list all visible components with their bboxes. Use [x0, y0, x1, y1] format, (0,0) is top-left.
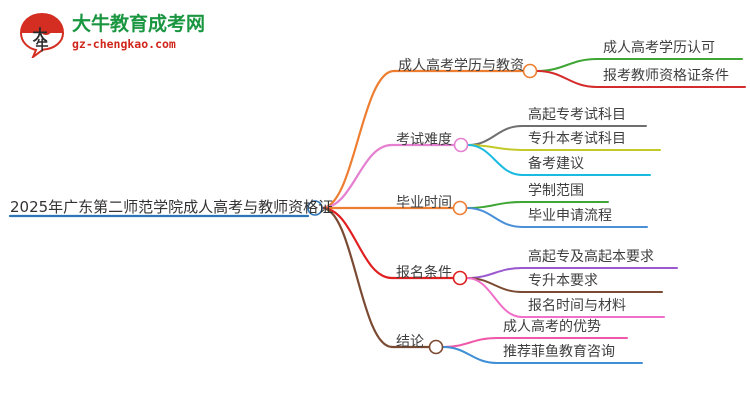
branch-label-4[interactable]: 结论	[396, 334, 424, 350]
leaf-connector-3-0	[466, 267, 523, 279]
leaf-label-1-1[interactable]: 专升本考试科目	[528, 131, 626, 147]
logo-url: gz-chengkao.com	[72, 37, 176, 51]
leaf-connector-0-1	[536, 70, 598, 88]
leaf-label-3-2[interactable]: 报名时间与材料	[528, 298, 626, 314]
svg-text:大: 大	[32, 26, 47, 44]
branch-connector-4	[320, 206, 394, 349]
branch-connector-0	[320, 69, 396, 210]
leaf-label-2-1[interactable]: 毕业申请流程	[528, 208, 612, 224]
leaf-label-1-2[interactable]: 备考建议	[528, 156, 584, 172]
leaf-label-4-1[interactable]: 推荐菲鱼教育咨询	[503, 344, 615, 360]
branch-label-3[interactable]: 报名条件	[396, 265, 452, 281]
branch-node-4[interactable]	[428, 339, 444, 355]
leaf-connector-1-0	[467, 125, 523, 146]
logo-text: 大牛教育成考网 gz-chengkao.com	[72, 13, 205, 52]
leaf-label-3-0[interactable]: 高起专及高起本要求	[528, 249, 654, 265]
logo-title: 大牛教育成考网	[72, 13, 206, 35]
leaf-label-4-0[interactable]: 成人高考的优势	[503, 319, 601, 335]
branch-connector-1	[320, 143, 394, 210]
daniu-logo-icon: 大 牛	[19, 12, 65, 58]
leaf-label-3-1[interactable]: 专升本要求	[528, 273, 598, 289]
branch-label-0[interactable]: 成人高考学历与教资	[398, 58, 524, 74]
leaf-label-1-0[interactable]: 高起专考试科目	[528, 107, 626, 123]
leaf-label-0-0[interactable]: 成人高考学历认可	[603, 40, 715, 56]
branch-node-3[interactable]	[452, 270, 468, 286]
leaf-connector-4-0	[442, 337, 498, 348]
branch-node-0[interactable]	[522, 63, 538, 79]
branch-connector-3	[320, 206, 394, 280]
branch-label-2[interactable]: 毕业时间	[396, 195, 452, 211]
leaf-connector-4-1	[442, 346, 498, 364]
leaf-connector-1-2	[467, 144, 523, 176]
leaf-connector-2-1	[466, 207, 523, 228]
branch-node-1[interactable]	[453, 137, 469, 153]
svg-text:牛: 牛	[35, 38, 48, 54]
leaf-label-2-0[interactable]: 学制范围	[528, 183, 584, 199]
root-label[interactable]: 2025年广东第二师范学院成人高考与教师资格证	[10, 198, 334, 216]
leaf-connector-2-0	[466, 201, 523, 209]
branch-node-2[interactable]	[452, 200, 468, 216]
branch-label-1[interactable]: 考试难度	[396, 132, 452, 148]
leaf-connector-0-0	[536, 58, 598, 72]
leaf-connector-3-2	[466, 277, 523, 318]
leaf-label-0-1[interactable]: 报考教师资格证条件	[603, 68, 729, 84]
site-logo[interactable]: 大 牛 大牛教育成考网 gz-chengkao.com	[18, 10, 208, 60]
root-node[interactable]	[307, 200, 323, 216]
